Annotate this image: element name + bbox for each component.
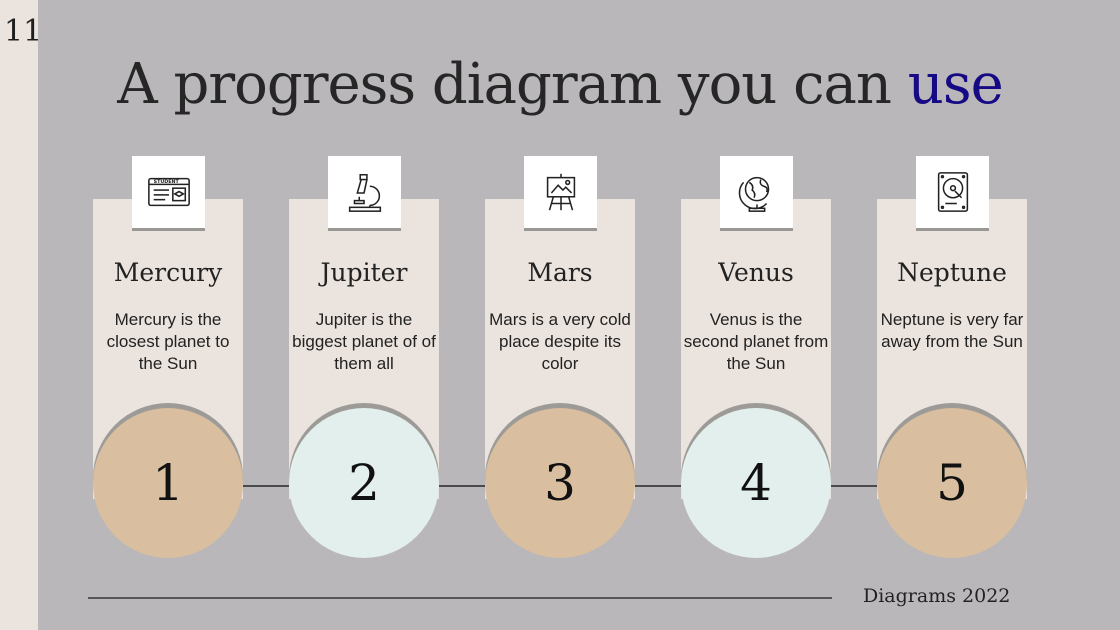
step-number-3: 3 bbox=[544, 454, 576, 512]
side-strip bbox=[0, 0, 38, 630]
step-title-1: Mercury bbox=[113, 258, 223, 287]
step-icon-box-2 bbox=[328, 156, 401, 228]
step-description-2: Jupiter is the biggest planet of of them… bbox=[292, 310, 436, 373]
slide-number: 11 bbox=[4, 14, 43, 49]
step-circle-1: 1 bbox=[93, 408, 243, 558]
step-description-3: Mars is a very cold place despite its co… bbox=[489, 310, 631, 373]
step-icon-box-1: STUDENT bbox=[132, 156, 205, 228]
step-circle-5: 5 bbox=[877, 408, 1027, 558]
step-title-3: Mars bbox=[527, 258, 593, 287]
step-circle-2: 2 bbox=[289, 408, 439, 558]
step-description-4: Venus is the second planet from the Sun bbox=[683, 310, 829, 373]
step-title-5: Neptune bbox=[897, 258, 1007, 287]
step-number-4: 4 bbox=[740, 454, 772, 512]
step-description-1: Mercury is the closest planet to the Sun bbox=[106, 310, 230, 373]
step-icon-box-5 bbox=[916, 156, 989, 228]
slide-title: A progress diagram you can use bbox=[0, 52, 1120, 117]
step-circle-3: 3 bbox=[485, 408, 635, 558]
footer-text: Diagrams 2022 bbox=[863, 585, 1011, 607]
hard-drive-icon bbox=[937, 172, 968, 212]
step-description-5: Neptune is very far away from the Sun bbox=[880, 310, 1024, 351]
step-number-5: 5 bbox=[936, 454, 968, 512]
title-main: A progress diagram you can bbox=[117, 52, 908, 117]
step-icon-box-4 bbox=[720, 156, 793, 228]
step-title-4: Venus bbox=[718, 258, 794, 287]
step-circle-4: 4 bbox=[681, 408, 831, 558]
step-number-2: 2 bbox=[348, 454, 380, 512]
microscope-icon bbox=[348, 173, 381, 212]
student-card-icon: STUDENT bbox=[147, 177, 190, 207]
globe-icon bbox=[738, 176, 769, 212]
footer-divider bbox=[88, 597, 832, 599]
easel-icon bbox=[546, 173, 575, 211]
step-icon-box-3 bbox=[524, 156, 597, 228]
step-title-2: Jupiter bbox=[320, 258, 408, 287]
step-number-1: 1 bbox=[152, 454, 184, 512]
title-accent: use bbox=[907, 52, 1004, 117]
svg-text:STUDENT: STUDENT bbox=[153, 179, 179, 185]
